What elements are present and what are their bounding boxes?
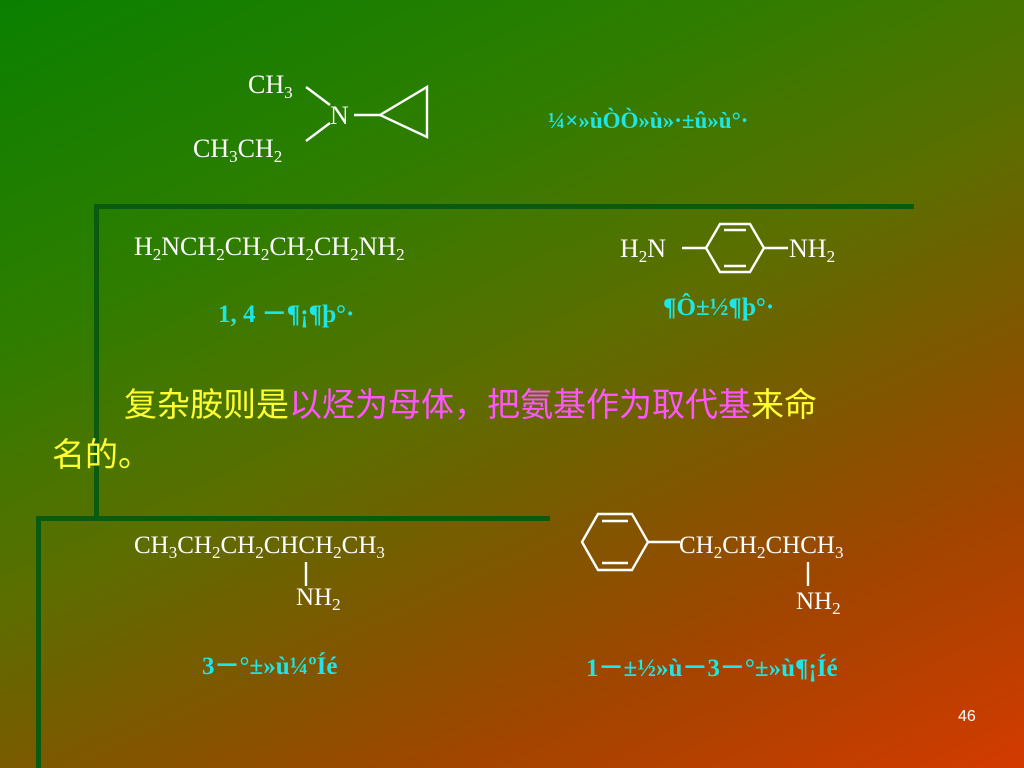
molecule-5-name: 1－±½»ù－3－°±»ù¶¡Íé bbox=[586, 655, 838, 682]
benzene-ring-phenyl bbox=[580, 512, 680, 572]
molecule-3-name: ¶Ô±½¶þ°· bbox=[663, 294, 775, 321]
naming-rule-text: 复杂胺则是以烃为母体，把氨基作为取代基来命 名的。 bbox=[52, 380, 982, 480]
molecule-3-right: NH2 bbox=[789, 234, 836, 266]
rule-text-part3: 来命 bbox=[751, 385, 817, 424]
nitrogen-label: N bbox=[330, 101, 349, 130]
molecule-4-chain: CH3CH2CH2CHCH2CH3 bbox=[134, 532, 385, 562]
molecule-4-name: 3－°±»ù¼ºÍé bbox=[202, 653, 338, 680]
decor-line-top bbox=[94, 204, 914, 209]
molecule-4-nh2: NH2 bbox=[296, 584, 341, 614]
ch3-label: CH3 bbox=[248, 70, 293, 102]
molecule-2-formula: H2NCH2CH2CH2CH2NH2 bbox=[134, 232, 405, 264]
decor-line-left bbox=[94, 204, 99, 518]
rule-text-part1: 复杂胺则是 bbox=[124, 385, 289, 424]
molecule-5-chain: CH2CH2CHCH3 bbox=[679, 532, 844, 562]
cyclopropyl-structure bbox=[305, 84, 429, 142]
molecule-4-bond bbox=[304, 562, 308, 586]
molecule-5-bond bbox=[806, 562, 810, 586]
molecule-2-name: 1, 4 －¶¡¶þ°· bbox=[218, 301, 355, 328]
page-number: 46 bbox=[958, 708, 976, 725]
rule-text-part4: 名的。 bbox=[52, 435, 151, 474]
ch3ch2-label: CH3CH2 bbox=[193, 134, 283, 166]
decor-line-left-lower bbox=[36, 516, 41, 768]
rule-text-highlight: 以烃为母体，把氨基作为取代基 bbox=[289, 385, 751, 424]
benzene-ring-para bbox=[682, 222, 788, 274]
molecule-3-left: H2N bbox=[620, 234, 667, 266]
decor-line-middle bbox=[36, 516, 550, 521]
molecule-1-name: ¼×»ùÒÒ»ù»·±û»ù°· bbox=[548, 108, 749, 133]
molecule-5-nh2: NH2 bbox=[796, 588, 841, 618]
